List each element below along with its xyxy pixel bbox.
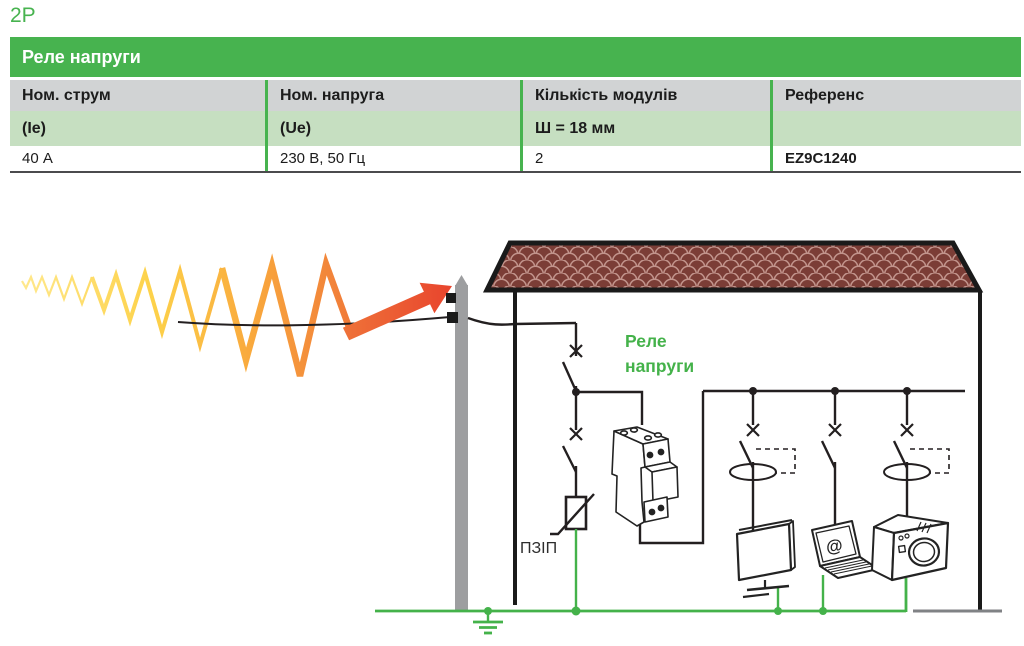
earth-junction-dots (484, 606, 827, 616)
col-subheader-current: (Ie) (10, 111, 265, 146)
spd-label: ПЗІП (520, 540, 557, 557)
monitor-icon (735, 519, 796, 599)
ground-symbol (473, 620, 503, 635)
house-roof (482, 240, 984, 293)
value-voltage: 230 В, 50 Гц (265, 146, 520, 171)
rcd-test-loop (910, 448, 950, 474)
table-grid: Ном. струм Ном. напруга Кількість модулі… (10, 80, 1021, 171)
col-header-current: Ном. струм (10, 80, 265, 111)
branch-breaker-symbol (746, 423, 914, 437)
rcd-test-loop (756, 448, 796, 474)
laptop-icon: @ (811, 520, 879, 579)
service-entry-wire (467, 316, 577, 326)
value-current: 40 А (10, 146, 265, 171)
pole-insulator (446, 293, 456, 303)
col-subheader-modules: Ш = 18 мм (520, 111, 770, 146)
page-title: 2P (10, 4, 36, 27)
svg-text:Реле: Реле (625, 331, 667, 351)
svg-text:напруги: напруги (625, 356, 694, 376)
col-header-modules: Кількість модулів (520, 80, 770, 111)
col-header-reference: Референс (770, 80, 1021, 111)
relay-label: Реле напруги (625, 331, 694, 376)
surge-wave-icon (21, 252, 354, 377)
rcd-toroid-symbol (883, 463, 931, 481)
table-title: Реле напруги (22, 46, 141, 67)
junction-dots (572, 387, 911, 396)
rcd-toroid-symbol (729, 463, 777, 481)
house-walls (513, 290, 982, 611)
washing-machine-icon (871, 514, 950, 582)
main-breaker-symbol (569, 344, 583, 358)
value-reference: EZ9C1240 (770, 146, 1021, 171)
col-header-voltage: Ном. напруга (265, 80, 520, 111)
col-subheader-voltage: (Ue) (265, 111, 520, 146)
col-subheader-reference (770, 111, 1021, 146)
varistor-symbol (550, 493, 595, 536)
overhead-wire (177, 316, 451, 327)
value-modules: 2 (520, 146, 770, 171)
table-title-bar: Реле напруги (10, 37, 1021, 77)
spec-table: Реле напруги Ном. струм Ном. напруга Кіл… (10, 37, 1021, 173)
utility-pole (446, 275, 468, 612)
voltage-relay-device (611, 426, 679, 527)
surge-arrow-icon (342, 282, 452, 341)
pole-insulator (447, 312, 458, 323)
at-symbol: @ (825, 536, 844, 557)
earthing-network (375, 529, 908, 635)
spd-breaker-symbol (569, 427, 583, 441)
